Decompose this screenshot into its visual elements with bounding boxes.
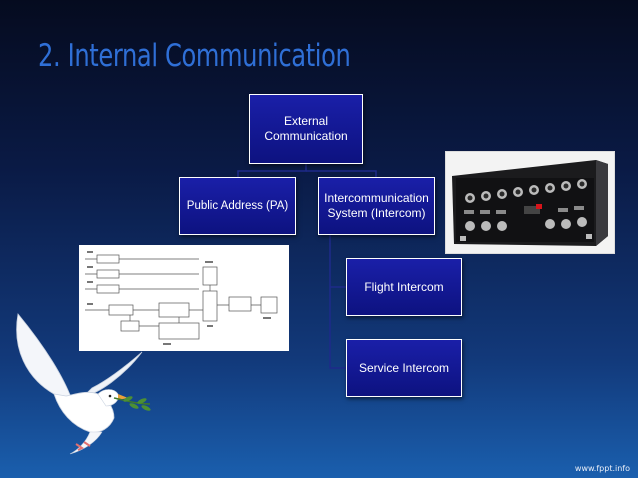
intercom-control-panel-photo (445, 151, 615, 254)
connector-intercom-service (329, 235, 346, 369)
node-public-address: Public Address (PA) (179, 177, 296, 235)
dove-with-olive-branch-icon (16, 313, 151, 455)
slide-title: 2. Internal Communication (38, 38, 351, 74)
audio-block-diagram-sketch (79, 245, 289, 351)
node-service-intercom: Service Intercom (346, 339, 462, 397)
connector-ext-intercom (306, 170, 377, 177)
node-external-communication: External Communication (249, 94, 363, 164)
footer-url: www.fppt.info (574, 464, 630, 473)
node-flight-intercom: Flight Intercom (346, 258, 462, 316)
node-intercom-system: Intercommunication System (Intercom) (318, 177, 435, 235)
connector-ext-pa (237, 164, 307, 177)
